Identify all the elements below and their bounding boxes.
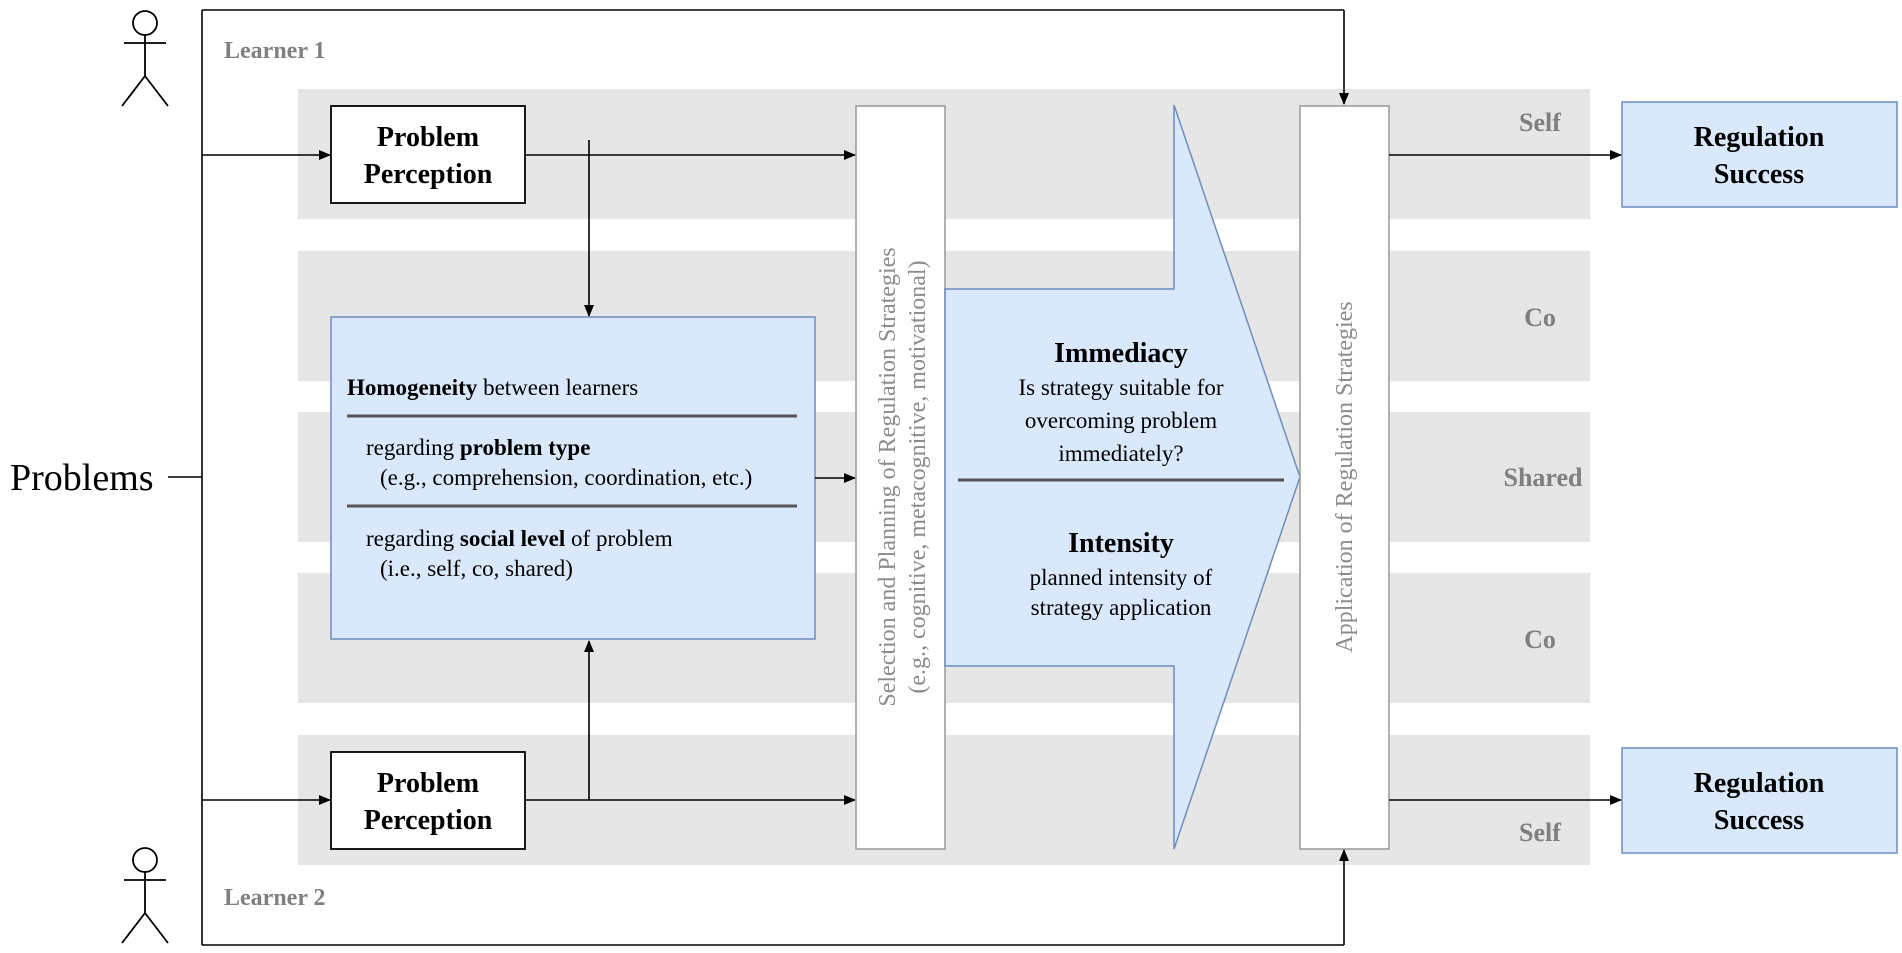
intensity-title: Intensity bbox=[1068, 528, 1174, 559]
homogeneity-title: Homogeneity between learners bbox=[347, 375, 638, 400]
regulation-success-bottom-line2: Success bbox=[1714, 805, 1804, 836]
strategy-arrow bbox=[944, 104, 1301, 850]
regulation-success-bottom-line1: Regulation bbox=[1694, 768, 1825, 799]
problems-label: Problems bbox=[10, 457, 154, 499]
problem-perception-top-line1: Problem bbox=[377, 122, 479, 153]
learner-1-label: Learner 1 bbox=[224, 38, 326, 64]
homogeneity-social-level: regarding social level of problem bbox=[366, 526, 673, 551]
intensity-line-1: planned intensity of bbox=[1030, 565, 1213, 590]
lane-label-self-top: Self bbox=[1519, 108, 1561, 137]
learner-2-icon bbox=[121, 847, 169, 944]
lane-label-co-bottom: Co bbox=[1524, 625, 1556, 654]
homogeneity-problem-type: regarding problem type bbox=[366, 435, 590, 460]
application-box bbox=[1299, 105, 1390, 850]
regulation-success-top-box bbox=[1621, 101, 1898, 208]
lane-label-self-bottom: Self bbox=[1519, 818, 1561, 847]
problem-perception-bottom-line1: Problem bbox=[377, 768, 479, 799]
problem-perception-top-line2: Perception bbox=[364, 159, 493, 190]
learner-2-label: Learner 2 bbox=[224, 885, 326, 911]
immediacy-title: Immediacy bbox=[1054, 338, 1188, 369]
intensity-line-2: strategy application bbox=[1031, 595, 1212, 620]
homogeneity-problem-type-example: (e.g., comprehension, coordination, etc.… bbox=[380, 465, 752, 490]
immediacy-line-1: Is strategy suitable for bbox=[1018, 375, 1223, 400]
problem-perception-bottom-line2: Perception bbox=[364, 805, 493, 836]
regulation-success-bottom-box bbox=[1621, 747, 1898, 854]
immediacy-line-3: immediately? bbox=[1058, 441, 1183, 466]
application-label: Application of Regulation Strategies bbox=[1332, 301, 1358, 652]
selection-planning-line2: (e.g., cognitive, metacognitive, motivat… bbox=[905, 260, 931, 693]
regulation-success-top-line2: Success bbox=[1714, 159, 1804, 190]
lane-label-shared: Shared bbox=[1504, 463, 1584, 492]
homogeneity-social-level-example: (i.e., self, co, shared) bbox=[380, 556, 573, 581]
regulation-success-top-line1: Regulation bbox=[1694, 122, 1825, 153]
selection-planning-line1: Selection and Planning of Regulation Str… bbox=[875, 247, 901, 706]
problem-perception-bottom-box bbox=[330, 751, 526, 850]
learner-1-icon bbox=[121, 10, 169, 107]
homogeneity-box bbox=[330, 316, 816, 640]
lane-label-co-top: Co bbox=[1524, 303, 1556, 332]
immediacy-line-2: overcoming problem bbox=[1025, 408, 1217, 433]
